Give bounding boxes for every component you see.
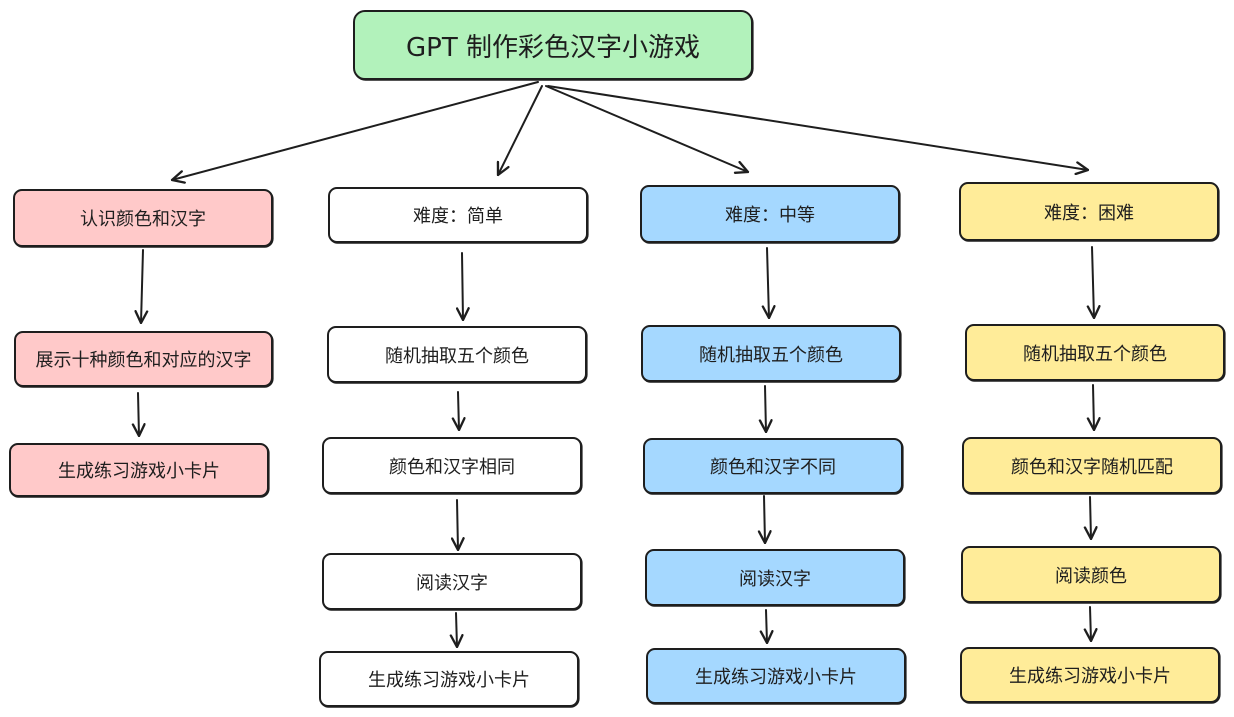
arrow-root-to-medium — [545, 85, 750, 174]
medium-title-node: 难度：中等 — [640, 185, 900, 243]
hard-step-3-node: 阅读颜色 — [961, 546, 1221, 603]
easy-title-label: 难度：简单 — [413, 206, 503, 227]
hard-step-2-label: 颜色和汉字随机匹配 — [1011, 456, 1173, 478]
root-label: GPT 制作彩色汉字小游戏 — [406, 32, 700, 63]
medium-step-2-label: 颜色和汉字不同 — [710, 457, 836, 478]
learn-title-label: 认识颜色和汉字 — [80, 209, 206, 230]
easy-step-4-node: 生成练习游戏小卡片 — [319, 651, 579, 707]
hard-step-1-label: 随机抽取五个颜色 — [1023, 343, 1167, 365]
learn-step-1-node: 展示十种颜色和对应的汉字 — [14, 331, 273, 387]
easy-step-2-label: 颜色和汉字相同 — [389, 456, 515, 478]
easy-step-1-node: 随机抽取五个颜色 — [327, 326, 587, 383]
arrow-root-to-hard — [547, 85, 1090, 176]
easy-step-1-label: 随机抽取五个颜色 — [385, 345, 529, 367]
hard-step-3-label: 阅读颜色 — [1055, 565, 1127, 587]
hard-step-4-node: 生成练习游戏小卡片 — [960, 647, 1220, 703]
medium-step-3-label: 阅读汉字 — [739, 568, 811, 590]
hard-step-4-label: 生成练习游戏小卡片 — [1009, 666, 1171, 687]
arrow-learn-2 — [131, 392, 146, 438]
medium-step-3-node: 阅读汉字 — [645, 549, 905, 606]
medium-step-2-node: 颜色和汉字不同 — [643, 438, 903, 494]
easy-step-3-label: 阅读汉字 — [416, 572, 488, 594]
arrow-learn-1 — [134, 249, 149, 325]
arrow-hard-3 — [1083, 496, 1098, 541]
arrow-hard-4 — [1083, 606, 1098, 643]
learn-title-node: 认识颜色和汉字 — [13, 189, 273, 247]
learn-step-2-node: 生成练习游戏小卡片 — [9, 443, 269, 497]
easy-step-4-label: 生成练习游戏小卡片 — [368, 670, 530, 691]
hard-title-node: 难度：困难 — [959, 182, 1219, 241]
hard-step-1-node: 随机抽取五个颜色 — [965, 324, 1225, 381]
arrow-easy-1 — [455, 252, 470, 322]
arrow-easy-2 — [451, 391, 466, 432]
arrow-root-to-learn — [170, 81, 539, 184]
learn-step-1-label: 展示十种颜色和对应的汉字 — [35, 350, 252, 371]
arrow-root-to-easy — [496, 85, 543, 177]
root-node: GPT 制作彩色汉字小游戏 — [353, 10, 753, 80]
arrow-easy-4 — [449, 612, 464, 649]
hard-step-2-node: 颜色和汉字随机匹配 — [962, 437, 1222, 494]
medium-step-4-label: 生成练习游戏小卡片 — [695, 667, 857, 688]
arrow-medium-3 — [757, 495, 772, 545]
medium-title-label: 难度：中等 — [725, 205, 815, 226]
easy-step-2-node: 颜色和汉字相同 — [322, 437, 582, 494]
medium-step-1-node: 随机抽取五个颜色 — [641, 325, 901, 382]
learn-step-2-label: 生成练习游戏小卡片 — [58, 461, 220, 482]
arrow-hard-2 — [1086, 384, 1101, 432]
arrow-medium-2 — [758, 385, 773, 434]
hard-title-label: 难度：困难 — [1044, 202, 1134, 224]
easy-title-node: 难度：简单 — [328, 187, 588, 243]
medium-step-1-label: 随机抽取五个颜色 — [699, 344, 843, 366]
arrow-medium-4 — [759, 609, 774, 645]
arrow-hard-1 — [1086, 246, 1101, 320]
arrow-easy-3 — [450, 499, 465, 552]
easy-step-3-node: 阅读汉字 — [322, 553, 582, 610]
arrow-medium-1 — [761, 247, 776, 320]
medium-step-4-node: 生成练习游戏小卡片 — [646, 648, 906, 704]
